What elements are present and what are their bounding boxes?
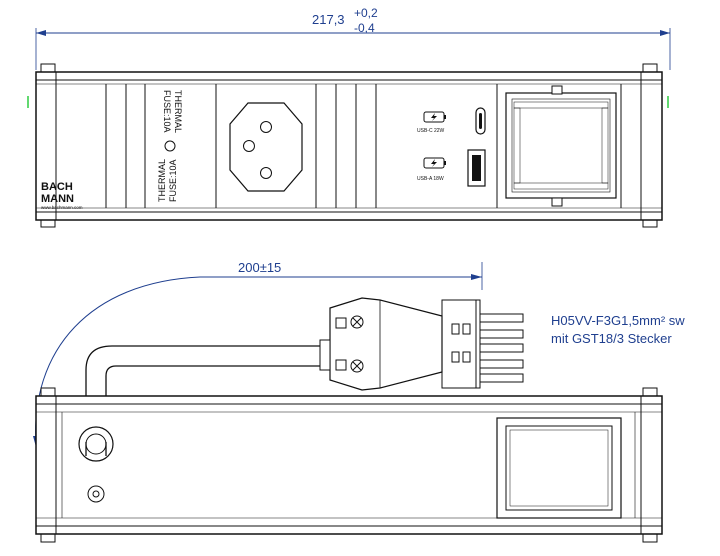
width-value: 217,3 [312,12,345,27]
front-view: BACH MANN www.bachmann.com THERMAL FUSE:… [27,63,669,228]
brand-url: www.bachmann.com [41,205,83,210]
fuse-reset-button-icon [164,140,176,152]
fuse-a-line2: FUSE:10A [162,90,172,133]
blank-module-frame [505,85,617,207]
cable-note-line2: mit GST18/3 Stecker [551,331,672,346]
swiss-socket-icon [229,102,303,192]
thermal-fuse-panel: THERMAL FUSE:10A THERMAL FUSE:10A [157,90,183,202]
fuse-b-line2: FUSE:10A [168,159,178,202]
cable-note: H05VV-F3G1,5mm² sw mit GST18/3 Stecker [551,313,685,346]
cable-note-line1: H05VV-F3G1,5mm² sw [551,313,685,328]
usb-a-icon [423,157,446,169]
usb-c-label: USB-C 22W [417,128,445,134]
brand-line2: MANN [41,193,74,205]
width-tolerance-minus: -0,4 [354,21,375,35]
gst18-connector-icon [319,297,524,391]
brand-logo: BACH MANN www.bachmann.com [41,181,83,210]
fuse-a-line1: THERMAL [173,90,183,133]
cable-length-value: 200±15 [238,260,281,275]
usb-a-label: USB-A 18W [417,176,444,182]
panel-dividers [105,84,622,208]
usb-module: USB-C 22W USB-A 18W [417,107,486,187]
width-tolerance-plus: +0,2 [354,6,378,20]
fuse-b-line1: THERMAL [157,159,167,202]
module-back-cutout [496,417,622,519]
width-dimension: 217,3 +0,2 -0,4 [35,6,671,70]
rear-view [35,387,663,543]
power-cable [85,345,322,442]
usb-c-icon [423,111,446,123]
brand-line1: BACH [41,181,73,193]
